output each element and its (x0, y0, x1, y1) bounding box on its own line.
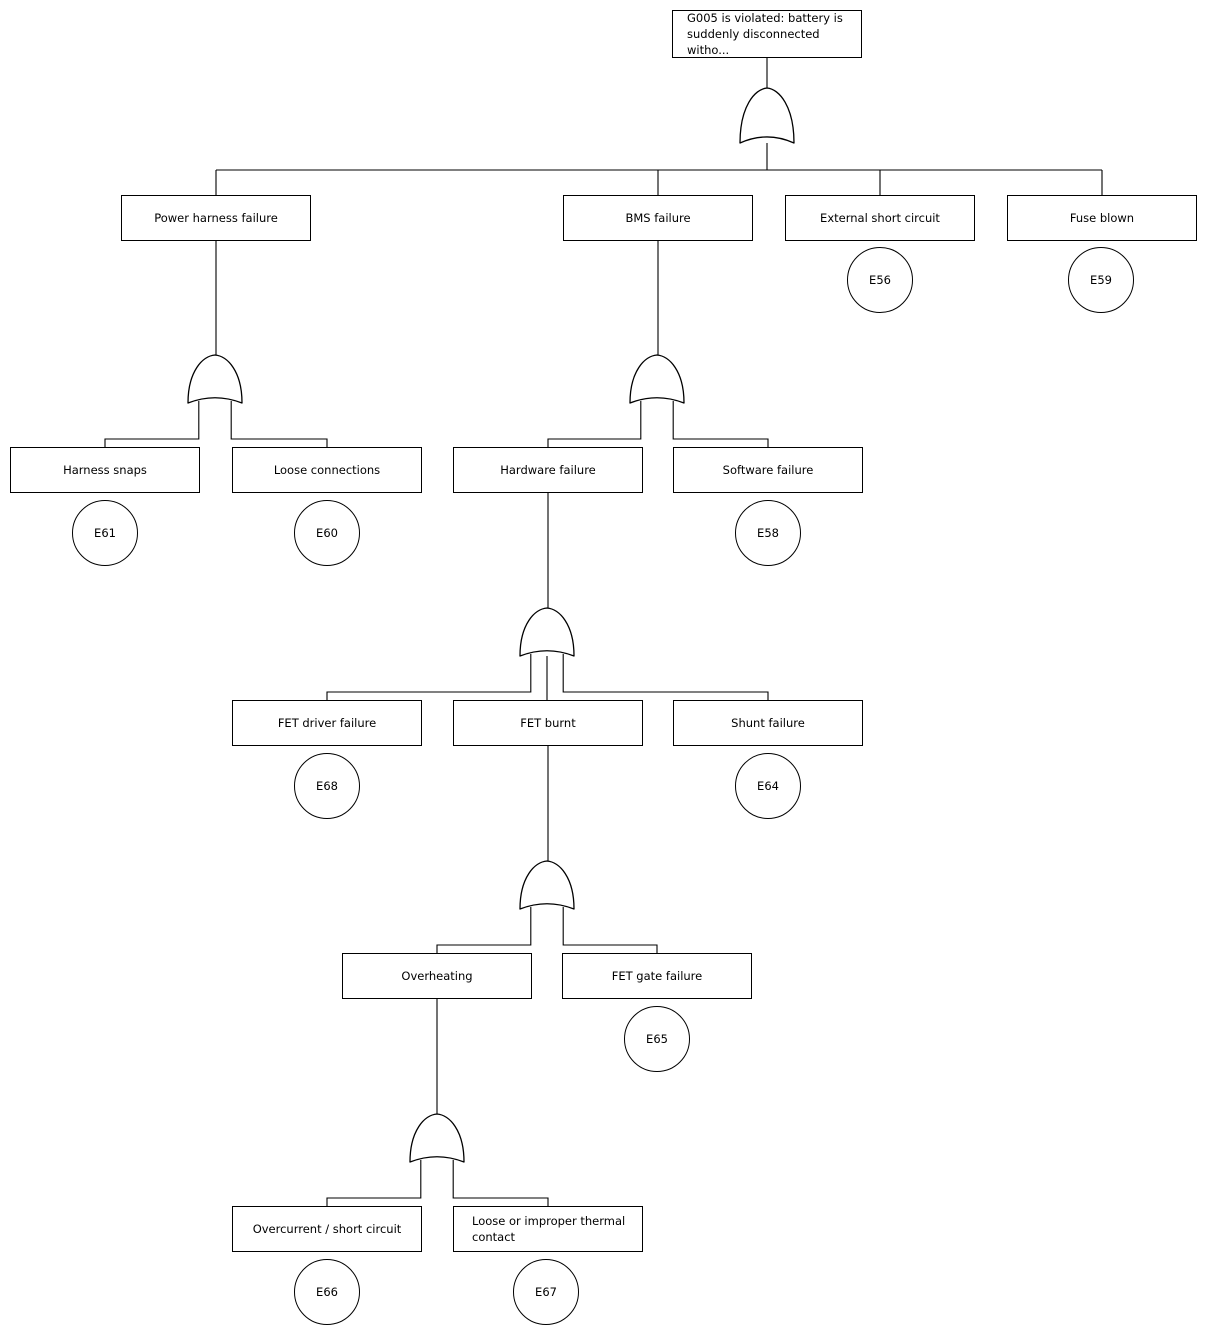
top-event-node[interactable]: G005 is violated: battery is suddenly di… (672, 10, 862, 58)
event-node-loose_connections-label: Loose connections (273, 463, 381, 477)
event-node-loose_connections[interactable]: Loose connections (232, 447, 422, 493)
event-node-fet_gate_failure-label: FET gate failure (611, 969, 703, 983)
event-node-fet_burnt[interactable]: FET burnt (453, 700, 643, 746)
event-node-harness_snaps-label: Harness snaps (63, 463, 147, 477)
or-gate-icon-gate_bms (629, 354, 685, 404)
event-node-loose_thermal_contact-label: Loose or improper thermal contact (472, 1214, 626, 1244)
or-gate-icon-gate_overheat (409, 1113, 465, 1163)
basic-event-label: E64 (757, 779, 779, 793)
basic-event-label: E56 (869, 273, 891, 287)
edge-gate_fetburnt-to-overheating (436, 907, 532, 953)
edge-gate_hardware-to-fet_driver_failure (326, 654, 532, 700)
edge-gate_bms-to-hardware_failure (547, 401, 642, 447)
or-gate-icon-gate_hardware (519, 607, 575, 657)
event-node-external_short_circuit[interactable]: External short circuit (785, 195, 975, 241)
or-gate-icon-gate_fetburnt (519, 860, 575, 910)
event-node-fuse_blown-label: Fuse blown (1069, 211, 1135, 225)
top-event-node-label: G005 is violated: battery is suddenly di… (687, 11, 843, 57)
event-node-software_failure[interactable]: Software failure (673, 447, 863, 493)
basic-event-label: E59 (1090, 273, 1112, 287)
basic-event-e61[interactable]: E61 (72, 500, 138, 566)
basic-event-label: E68 (316, 779, 338, 793)
event-node-power_harness_failure-label: Power harness failure (154, 211, 278, 225)
basic-event-e58[interactable]: E58 (735, 500, 801, 566)
edge-group (104, 58, 1103, 1206)
event-node-external_short_circuit-label: External short circuit (820, 211, 940, 225)
edge-gate_overheat-to-overcurrent_short (326, 1160, 422, 1206)
event-node-fuse_blown[interactable]: Fuse blown (1007, 195, 1197, 241)
event-node-shunt_failure[interactable]: Shunt failure (673, 700, 863, 746)
event-node-hardware_failure-label: Hardware failure (500, 463, 596, 477)
event-node-fet_burnt-label: FET burnt (520, 716, 576, 730)
event-node-overheating-label: Overheating (401, 969, 473, 983)
basic-event-label: E65 (646, 1032, 668, 1046)
basic-event-label: E66 (316, 1285, 338, 1299)
event-node-bms_failure-label: BMS failure (625, 211, 691, 225)
event-node-fet_gate_failure[interactable]: FET gate failure (562, 953, 752, 999)
event-node-harness_snaps[interactable]: Harness snaps (10, 447, 200, 493)
or-gate-icon-gate_harness (187, 354, 243, 404)
basic-event-e67[interactable]: E67 (513, 1259, 579, 1325)
event-node-overcurrent_short[interactable]: Overcurrent / short circuit (232, 1206, 422, 1252)
edge-gate_bms-to-software_failure (672, 401, 769, 447)
event-node-shunt_failure-label: Shunt failure (731, 716, 805, 730)
event-node-power_harness_failure[interactable]: Power harness failure (121, 195, 311, 241)
edge-gate_harness-to-loose_connections (230, 401, 328, 447)
basic-event-label: E67 (535, 1285, 557, 1299)
basic-event-e60[interactable]: E60 (294, 500, 360, 566)
event-node-fet_driver_failure[interactable]: FET driver failure (232, 700, 422, 746)
basic-event-label: E61 (94, 526, 116, 540)
event-node-loose_thermal_contact[interactable]: Loose or improper thermal contact (453, 1206, 643, 1252)
basic-event-e66[interactable]: E66 (294, 1259, 360, 1325)
basic-event-e64[interactable]: E64 (735, 753, 801, 819)
basic-event-e56[interactable]: E56 (847, 247, 913, 313)
event-node-software_failure-label: Software failure (722, 463, 814, 477)
basic-event-e59[interactable]: E59 (1068, 247, 1134, 313)
edge-gate_overheat-to-loose_thermal_contact (452, 1160, 549, 1206)
event-node-overheating[interactable]: Overheating (342, 953, 532, 999)
edge-gate_harness-to-harness_snaps (104, 401, 200, 447)
event-node-fet_driver_failure-label: FET driver failure (277, 716, 377, 730)
gate-group (187, 87, 795, 1163)
event-node-hardware_failure[interactable]: Hardware failure (453, 447, 643, 493)
basic-event-e65[interactable]: E65 (624, 1006, 690, 1072)
edge-gate_fetburnt-to-fet_gate_failure (562, 907, 658, 953)
basic-event-label: E60 (316, 526, 338, 540)
edge-gate_hardware-to-shunt_failure (562, 654, 769, 700)
or-gate-icon-gate_top (739, 87, 795, 144)
event-node-bms_failure[interactable]: BMS failure (563, 195, 753, 241)
basic-event-e68[interactable]: E68 (294, 753, 360, 819)
basic-event-label: E58 (757, 526, 779, 540)
event-node-overcurrent_short-label: Overcurrent / short circuit (252, 1222, 402, 1236)
